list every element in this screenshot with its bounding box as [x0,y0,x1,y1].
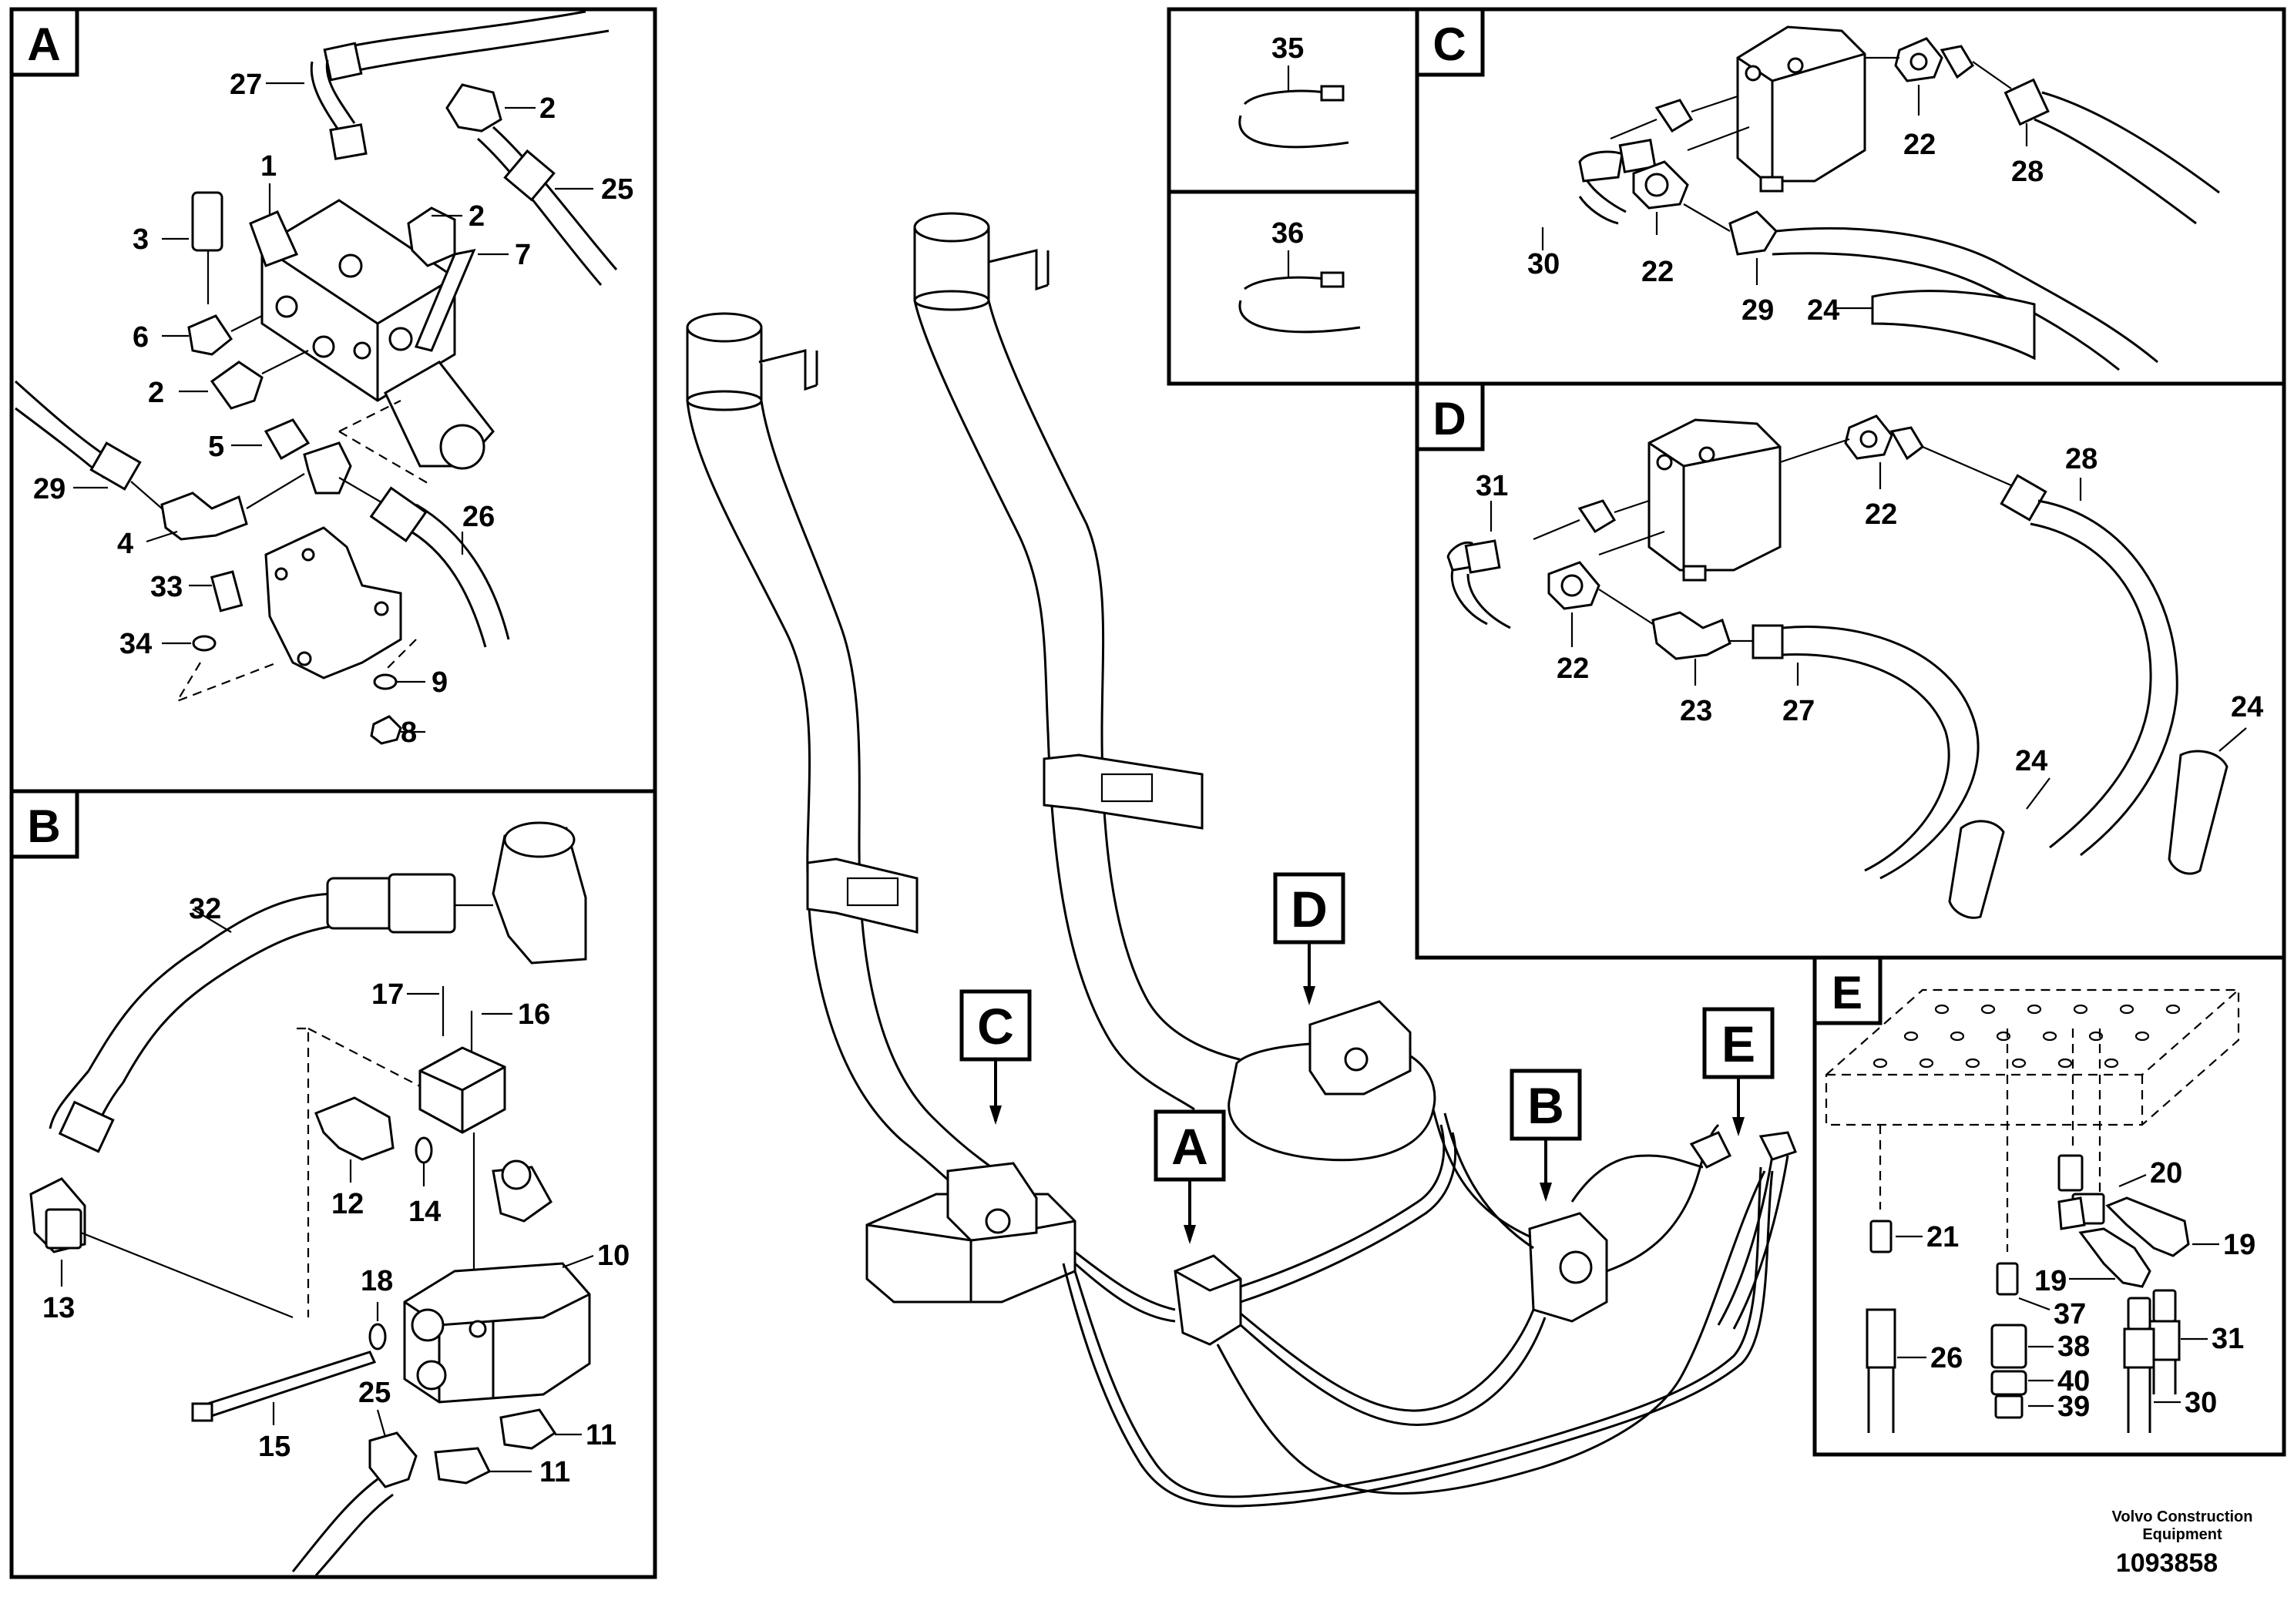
label-1: 1 [260,150,277,183]
callout-e: E [1702,1007,1775,1136]
label-6: 6 [133,321,149,354]
panel-b-letter-box: B [9,789,79,859]
panel-a-letter: A [27,18,60,70]
callout-d-letter: D [1291,881,1328,938]
label-38: 38 [2057,1330,2090,1363]
callout-a: A [1154,1109,1226,1244]
label-39: 39 [2057,1391,2090,1423]
callout-c-letter: C [977,998,1014,1055]
label-19-b: 19 [2034,1265,2067,1297]
footer-drawing-number: 1093858 [2116,1549,2218,1578]
label-23-d: 23 [1680,695,1712,727]
footer-brand-line2: Equipment [2142,1526,2222,1543]
label-29: 29 [33,473,65,505]
label-10: 10 [597,1240,630,1272]
label-26: 26 [462,501,495,533]
callout-d: D [1273,872,1345,1005]
label-35: 35 [1271,32,1304,65]
panel-b-frame [9,789,657,1579]
callout-c: C [959,989,1032,1125]
label-27: 27 [230,69,262,101]
footer: Volvo Construction Equipment 1093858 [2112,1508,2253,1578]
panel-e-letter: E [1832,967,1862,1018]
label-4: 4 [117,528,133,560]
label-7: 7 [515,239,531,271]
panel-b-letter: B [27,800,60,852]
label-22-d-top: 22 [1865,498,1897,531]
label-18: 18 [361,1265,393,1297]
panel-d-frame [1415,381,2286,960]
panel-a-drawing: 27 2 25 1 2 7 [14,10,633,749]
label-31-d: 31 [1476,470,1508,502]
label-2-low: 2 [148,377,164,409]
label-24-c: 24 [1807,294,1839,327]
footer-brand-line1: Volvo Construction [2112,1508,2253,1525]
label-22-c-top: 22 [1903,129,1936,161]
label-9: 9 [432,666,448,699]
label-2-mid: 2 [469,200,485,233]
label-3: 3 [133,223,149,256]
label-27-d: 27 [1782,695,1815,727]
label-22-d-low: 22 [1557,653,1589,685]
panel-d-drawing: 31 22 22 28 23 27 24 [1446,414,2263,919]
label-37: 37 [2054,1298,2086,1330]
panel-e-frame [1812,955,2286,1457]
panel-b-drawing: 32 13 17 16 12 14 [29,821,630,1576]
label-11-a: 11 [586,1419,616,1451]
label-12: 12 [331,1188,364,1220]
label-8: 8 [401,716,417,749]
callout-e-letter: E [1721,1015,1755,1072]
label-29-c: 29 [1741,294,1774,327]
label-28-d: 28 [2065,443,2098,475]
panel-d-letter: D [1432,393,1466,445]
strap-36-drawing: 36 [1238,217,1361,334]
main-assembly-drawing [686,212,1797,1508]
callout-b: B [1510,1069,1582,1202]
label-36: 36 [1271,217,1304,250]
label-26-e: 26 [1930,1342,1963,1374]
label-19-a: 19 [2223,1229,2255,1261]
label-20: 20 [2150,1157,2182,1189]
label-34: 34 [119,628,152,660]
label-5: 5 [208,431,224,463]
label-33: 33 [150,571,183,603]
label-2-top: 2 [539,92,556,125]
label-14: 14 [408,1196,441,1228]
panel-a-letter-box: A [9,7,79,77]
panel-e-drawing: 21 26 37 38 40 39 20 19 19 [1825,988,2255,1433]
label-15: 15 [258,1431,291,1463]
label-16: 16 [518,998,550,1031]
panel-c-letter: C [1432,18,1466,70]
label-25: 25 [601,173,633,206]
label-22-c-low: 22 [1641,256,1674,288]
label-25-b: 25 [358,1377,391,1409]
label-11-b: 11 [539,1456,570,1488]
panel-e-letter-box: E [1812,955,1883,1025]
label-30-e: 30 [2185,1387,2217,1419]
label-32: 32 [189,893,221,925]
label-31-e: 31 [2212,1323,2244,1355]
callout-a-letter: A [1171,1118,1208,1175]
panel-c-letter-box: C [1415,7,1485,77]
strap-35-drawing: 35 [1238,32,1349,149]
panel-d-letter-box: D [1415,381,1485,451]
callout-b-letter: B [1527,1077,1564,1134]
label-40: 40 [2057,1365,2090,1398]
label-21: 21 [1926,1221,1959,1253]
label-28-c: 28 [2011,156,2044,188]
label-24-d-a: 24 [2015,745,2047,777]
label-13: 13 [42,1292,75,1324]
panel-c-drawing: 30 22 22 28 29 24 [1527,25,2220,371]
label-24-d-b: 24 [2231,691,2263,723]
label-17: 17 [371,978,404,1011]
label-30-c: 30 [1527,248,1560,280]
